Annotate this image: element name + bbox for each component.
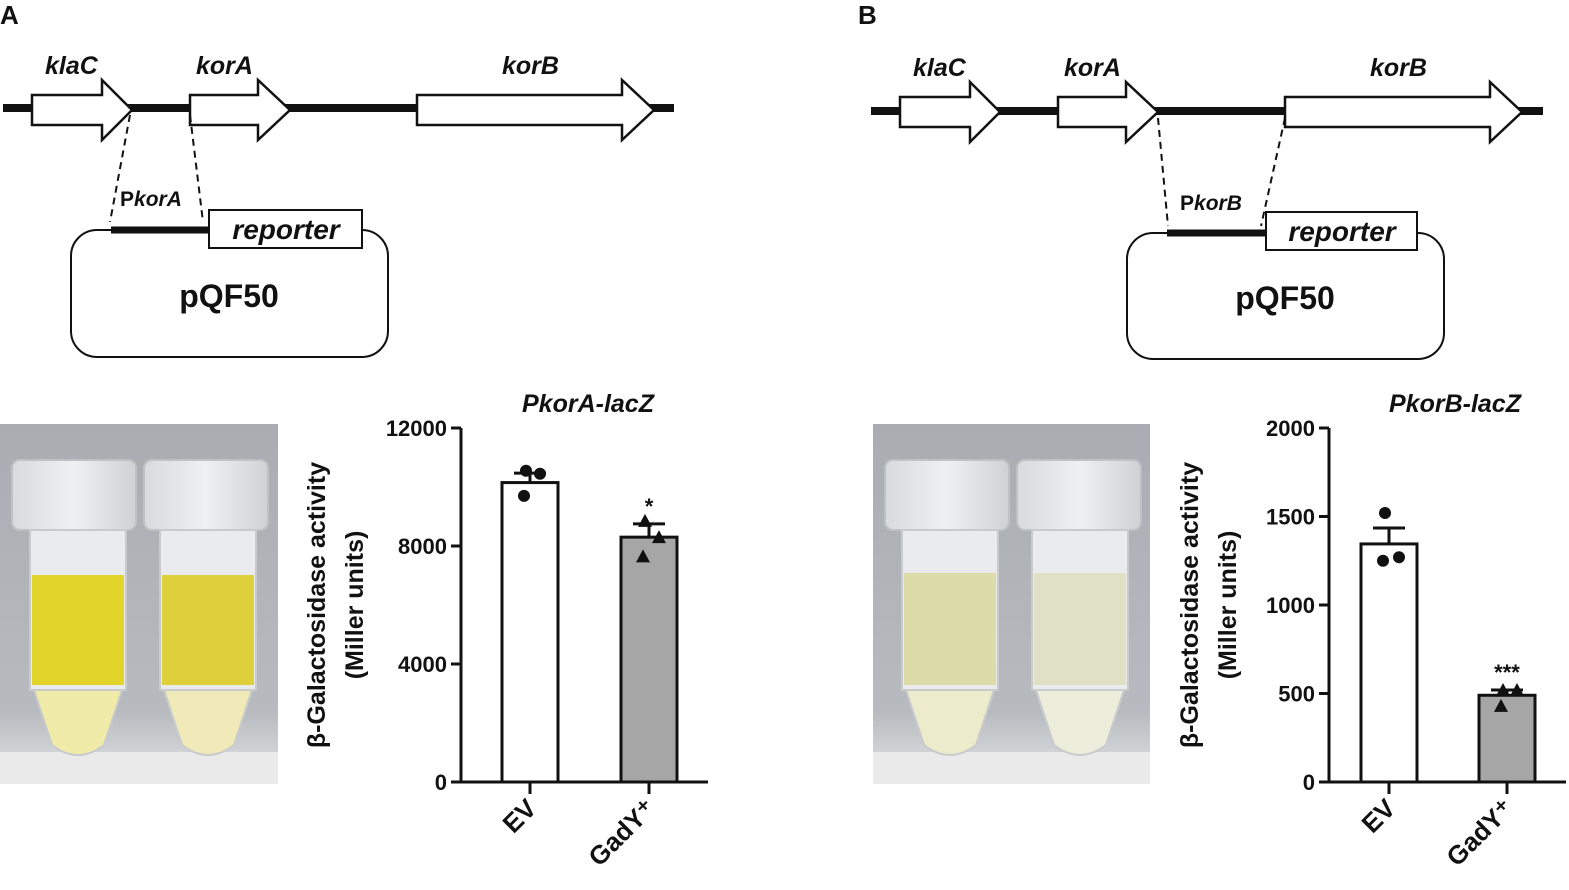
tube-gady <box>1016 459 1142 756</box>
panel-letter: A <box>0 0 19 30</box>
promoter-prefix: P <box>120 188 134 211</box>
promoter-prefix: P <box>1180 192 1194 215</box>
reporter-box <box>1265 211 1418 251</box>
y-tick-label: 0 <box>1303 770 1315 795</box>
tube-tip <box>32 689 124 756</box>
y-axis-label: β-Galactosidase activity (Miller units) <box>303 462 369 748</box>
reporter-label: reporter <box>1288 216 1397 247</box>
data-point <box>636 549 650 563</box>
plasmid-label: pQF50 <box>179 278 279 314</box>
panel-a: A klaC korA korB reporter PkorA pQF50 <box>0 0 708 872</box>
y-tick-label: 1500 <box>1266 505 1315 530</box>
panel-b: B klaC korA korB reporter PkorB pQF50 <box>858 0 1566 872</box>
y-axis-label-line2: (Miller units) <box>1214 531 1242 680</box>
y-tick-label: 4000 <box>398 652 447 677</box>
reporter-label: reporter <box>232 214 341 245</box>
y-axis-label-line1: β-Galactosidase activity <box>1176 462 1204 748</box>
gene-map: klaC korA korB <box>871 54 1543 227</box>
gene-arrow-klac <box>30 76 134 144</box>
tube-ev <box>884 459 1010 756</box>
gene-arrow-kora <box>1056 79 1160 145</box>
gene-label-korb: korB <box>502 52 559 80</box>
tube-liquid <box>32 575 124 685</box>
gene-label-kora: korA <box>196 52 253 80</box>
y-tick-label: 12000 <box>386 416 447 441</box>
gene-label-kora: korA <box>1064 54 1121 82</box>
data-point <box>1510 682 1524 696</box>
y-tick-label: 2000 <box>1266 416 1315 441</box>
chart-title: PkorB-lacZ <box>1389 390 1523 418</box>
photo-bench <box>0 752 278 784</box>
tube-tip <box>162 689 254 756</box>
data-point <box>638 513 652 527</box>
significance-label: * <box>645 494 654 519</box>
dashed-guide-left <box>1157 117 1169 227</box>
data-point <box>518 489 530 502</box>
y-axis-label-line2: (Miller units) <box>341 531 369 680</box>
bar <box>1359 542 1419 784</box>
tube-liquid <box>904 573 996 685</box>
x-tick-label: EV <box>497 793 543 839</box>
gene-arrow-kora <box>188 77 292 143</box>
plasmid-construct: reporter PkorB pQF50 <box>1126 192 1445 360</box>
bar <box>619 535 679 784</box>
y-tick-label: 8000 <box>398 534 447 559</box>
tube-photo <box>0 424 278 784</box>
data-point <box>534 467 546 480</box>
bar-chart-a: PkorA-lacZ β-Galactosidase activity (Mil… <box>303 390 708 872</box>
plasmid-construct: reporter PkorA pQF50 <box>70 188 389 358</box>
dashed-guide-right <box>1260 117 1286 227</box>
panel-letter: B <box>858 0 877 30</box>
x-tick-label: GadY⁺ <box>1440 793 1519 872</box>
tube-tip <box>1034 689 1126 756</box>
photo-bench <box>873 752 1150 784</box>
tube-cap <box>11 459 137 531</box>
y-tick-label: 1000 <box>1266 593 1315 618</box>
data-point <box>1377 554 1389 567</box>
gene-arrow-korb <box>1283 79 1524 145</box>
tube-liquid <box>1034 573 1126 685</box>
tube-gady <box>143 459 269 756</box>
data-point <box>652 530 666 544</box>
promoter-gene: korB <box>1194 192 1242 215</box>
reporter-box <box>208 209 363 249</box>
promoter-gene: korA <box>134 188 182 211</box>
dashed-guide-left <box>109 114 131 223</box>
bar <box>500 481 560 784</box>
tube-tip <box>904 689 996 756</box>
y-tick-label: 500 <box>1278 682 1315 707</box>
dashed-guide-right <box>189 114 204 223</box>
tube-cap <box>1016 459 1142 531</box>
gene-arrow-korb <box>415 77 656 143</box>
data-point <box>1494 698 1508 712</box>
gene-label-klac: klaC <box>45 52 99 80</box>
chart-title: PkorA-lacZ <box>522 390 656 418</box>
x-tick-label: GadY⁺ <box>582 793 661 872</box>
tube-cap <box>143 459 269 531</box>
y-axis-label-line1: β-Galactosidase activity <box>303 462 331 748</box>
gene-label-korb: korB <box>1370 54 1427 82</box>
gene-arrow-klac <box>898 78 1002 146</box>
bar <box>1477 693 1537 784</box>
data-point <box>1379 506 1391 519</box>
y-axis-label: β-Galactosidase activity (Miller units) <box>1176 462 1242 748</box>
tube-liquid <box>162 575 254 685</box>
tube-cap <box>884 459 1010 531</box>
gene-map: klaC korA korB <box>3 52 674 223</box>
tube-photo <box>873 424 1150 784</box>
bar-chart-b: PkorB-lacZ β-Galactosidase activity (Mil… <box>1176 390 1566 872</box>
x-tick-label: EV <box>1356 793 1402 839</box>
data-point <box>1393 551 1405 564</box>
promoter-label: PkorA <box>120 188 182 211</box>
significance-label: *** <box>1494 660 1520 685</box>
y-tick-label: 0 <box>435 770 447 795</box>
data-point <box>1496 682 1510 696</box>
promoter-label: PkorB <box>1180 192 1242 215</box>
gene-label-klac: klaC <box>913 54 967 82</box>
tube-ev <box>11 459 137 756</box>
plasmid-label: pQF50 <box>1235 280 1335 316</box>
data-point <box>520 464 532 477</box>
